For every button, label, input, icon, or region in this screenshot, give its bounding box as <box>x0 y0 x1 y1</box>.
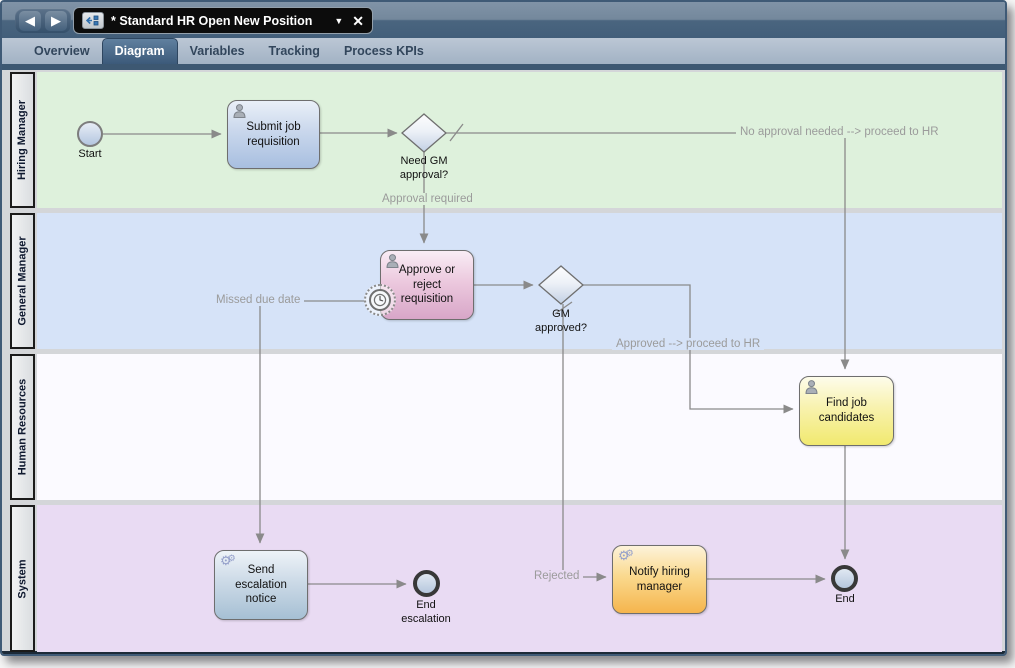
lane-header-system[interactable]: System <box>10 505 35 652</box>
start-event[interactable] <box>77 121 103 147</box>
flow-label-no-approval: No approval needed --> proceed to HR <box>736 126 943 138</box>
title-bar: ◀ ▶ * Standard HR Open New Position ▼ ✕ <box>2 2 1005 38</box>
forward-icon: ▶ <box>51 12 61 28</box>
lane-header-hiring-manager[interactable]: Hiring Manager <box>10 72 35 208</box>
task-submit-job-requisition[interactable]: Submit job requisition <box>227 100 320 169</box>
gateway-need-gm-approval[interactable] <box>401 113 447 153</box>
forward-button[interactable]: ▶ <box>45 10 67 31</box>
end-escalation-event[interactable] <box>413 570 440 597</box>
gateway-gm-approved[interactable] <box>538 265 584 305</box>
gateway-need-gm-approval-label: Need GM approval? <box>399 155 449 181</box>
tab-overview[interactable]: Overview <box>34 44 90 58</box>
lane-label: General Manager <box>16 236 29 326</box>
task-approve-or-reject[interactable]: Approve or reject requisition <box>380 250 474 320</box>
task-label: Notify hiring manager <box>629 565 690 593</box>
tab-diagram[interactable]: Diagram <box>101 38 178 64</box>
lane-header-general-manager[interactable]: General Manager <box>10 213 35 349</box>
flow-label-rejected: Rejected <box>530 570 584 582</box>
task-label: Approve or reject requisition <box>398 263 456 306</box>
back-button[interactable]: ◀ <box>19 10 41 31</box>
task-label: Submit job requisition <box>246 120 301 148</box>
gears-icon: ⚙⚙ <box>618 548 634 563</box>
end-event[interactable] <box>831 565 858 592</box>
person-icon <box>805 380 818 399</box>
gateway-gm-approved-label: GM approved? <box>535 308 587 334</box>
gears-icon: ⚙⚙ <box>220 553 236 568</box>
lane-hiring-manager <box>37 72 1002 208</box>
dropdown-icon[interactable]: ▼ <box>334 15 344 26</box>
flow-label-approval-required: Approval required <box>378 193 477 205</box>
tab-variables[interactable]: Variables <box>189 44 245 58</box>
task-label: Find job candidates <box>818 397 875 424</box>
end-event-label: End <box>835 593 855 605</box>
page-title: * Standard HR Open New Position <box>111 13 313 28</box>
timer-boundary-event[interactable] <box>364 284 396 316</box>
lane-label: System <box>16 558 29 599</box>
tab-tracking[interactable]: Tracking <box>268 44 320 58</box>
lane-header-human-resources[interactable]: Human Resources <box>10 354 35 500</box>
flow-label-missed-due-date: Missed due date <box>212 294 305 306</box>
tab-strip-divider <box>2 64 1005 70</box>
lane-label: Hiring Manager <box>16 99 29 181</box>
lane-general-manager <box>37 213 1002 349</box>
task-send-escalation-notice[interactable]: ⚙⚙ Send escalation notice <box>214 550 308 620</box>
person-icon <box>233 104 246 123</box>
start-event-label: Start <box>78 148 102 160</box>
history-nav: ◀ ▶ <box>15 8 71 33</box>
editor-window: ◀ ▶ * Standard HR Open New Position ▼ ✕ … <box>0 0 1007 656</box>
tab-process-kpis[interactable]: Process KPIs <box>343 44 424 58</box>
close-icon[interactable]: ✕ <box>352 12 364 29</box>
task-label: Send escalation notice <box>235 563 287 606</box>
back-icon: ◀ <box>25 12 35 28</box>
person-icon <box>386 254 399 273</box>
end-escalation-label: End escalation <box>401 599 451 625</box>
task-find-job-candidates[interactable]: Find job candidates <box>799 376 894 446</box>
diagram-canvas: Hiring Manager General Manager Human Res… <box>2 70 1005 654</box>
tab-strip: Overview Diagram Variables Tracking Proc… <box>2 38 1005 64</box>
flow-label-approved: Approved --> proceed to HR <box>612 338 765 350</box>
process-icon <box>82 12 104 29</box>
lane-label: Human Resources <box>16 378 29 476</box>
task-notify-hiring-manager[interactable]: ⚙⚙ Notify hiring manager <box>612 545 707 614</box>
clock-icon <box>369 289 391 311</box>
document-tab[interactable]: * Standard HR Open New Position ▼ ✕ <box>73 7 373 34</box>
